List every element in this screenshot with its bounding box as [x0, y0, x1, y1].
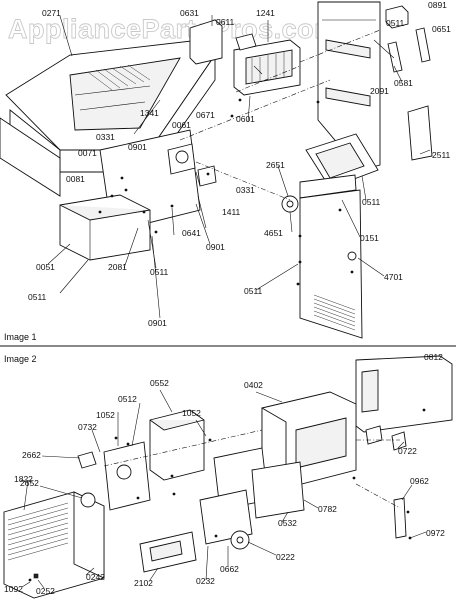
label-0732: 0732	[78, 422, 97, 432]
image1-labels: 0271 0631 0611 1241 0891 0511 0651 1341 …	[28, 0, 451, 328]
cap-part	[385, 5, 409, 29]
foam-strip	[407, 105, 433, 161]
label-0641: 0641	[182, 228, 201, 238]
label-0782: 0782	[318, 504, 337, 514]
label-0552: 0552	[150, 378, 169, 388]
label-0331-a: 0331	[96, 132, 115, 142]
label-0222: 0222	[276, 552, 295, 562]
label-0891: 0891	[428, 0, 447, 10]
watermark-text: AppliancePartsPros.com	[8, 14, 339, 44]
label-0532: 0532	[278, 518, 297, 528]
label-0511-d: 0511	[28, 292, 47, 302]
ice-maker	[233, 33, 301, 96]
label-0601: 0601	[236, 114, 255, 124]
label-4701: 4701	[384, 272, 403, 282]
label-2091: 2091	[370, 86, 389, 96]
image1-drawing	[0, 1, 433, 339]
label-0331-b: 0331	[236, 185, 255, 195]
label-0511-e: 0511	[244, 286, 263, 296]
label-0271: 0271	[42, 8, 61, 18]
label-0242: 0242	[86, 572, 105, 582]
label-1092: 1092	[4, 584, 23, 594]
label-0671: 0671	[196, 110, 215, 120]
dispenser-housing	[261, 391, 357, 489]
label-0051: 0051	[36, 262, 55, 272]
label-0972: 0972	[426, 528, 445, 538]
label-0512: 0512	[118, 394, 137, 404]
label-2081: 2081	[108, 262, 127, 272]
front-cover	[3, 491, 105, 599]
label-0232: 0232	[196, 576, 215, 586]
label-0662: 0662	[220, 564, 239, 574]
label-0901-b: 0901	[206, 242, 225, 252]
label-0511-b: 0511	[362, 197, 381, 207]
label-0151: 0151	[360, 233, 379, 243]
label-0511-c: 0511	[150, 267, 169, 277]
label-2511: 2511	[432, 150, 451, 160]
label-0252: 0252	[36, 586, 55, 596]
ice-bucket	[0, 39, 216, 197]
label-1822: 1822	[14, 474, 33, 484]
label-0402: 0402	[244, 380, 263, 390]
label-4651: 4651	[264, 228, 283, 238]
label-0901-c: 0901	[148, 318, 167, 328]
label-1411: 1411	[222, 207, 241, 217]
label-0611: 0611	[216, 17, 235, 27]
label-1052-a: 1052	[96, 410, 115, 420]
label-0081: 0081	[66, 174, 85, 184]
image2-drawing	[3, 355, 453, 599]
label-0631: 0631	[180, 8, 199, 18]
label-0581: 0581	[394, 78, 413, 88]
back-plate	[355, 355, 453, 433]
label-0071: 0071	[78, 148, 97, 158]
label-0511-a: 0511	[386, 18, 405, 28]
label-2662: 2662	[22, 450, 41, 460]
label-1052-b: 1052	[182, 408, 201, 418]
label-0962: 0962	[410, 476, 429, 486]
evaporator-cover	[299, 174, 363, 339]
label-0812: 0812	[424, 352, 443, 362]
label-2652: 2652	[20, 478, 39, 488]
label-0651: 0651	[432, 24, 451, 34]
freezer-liner	[317, 1, 381, 171]
label-2102: 2102	[134, 578, 153, 588]
duct	[59, 194, 151, 261]
image1-caption: Image 1	[4, 332, 37, 342]
image2-labels: 0812 0552 0402 0512 1052 1052 2662 0732 …	[4, 352, 445, 596]
label-0061: 0061	[172, 120, 191, 130]
label-0901-a: 0901	[128, 142, 147, 152]
label-2651: 2651	[266, 160, 285, 170]
image2-caption: Image 2	[4, 354, 37, 364]
label-1241: 1241	[256, 8, 275, 18]
label-0722: 0722	[398, 446, 417, 456]
label-1341: 1341	[140, 108, 159, 118]
